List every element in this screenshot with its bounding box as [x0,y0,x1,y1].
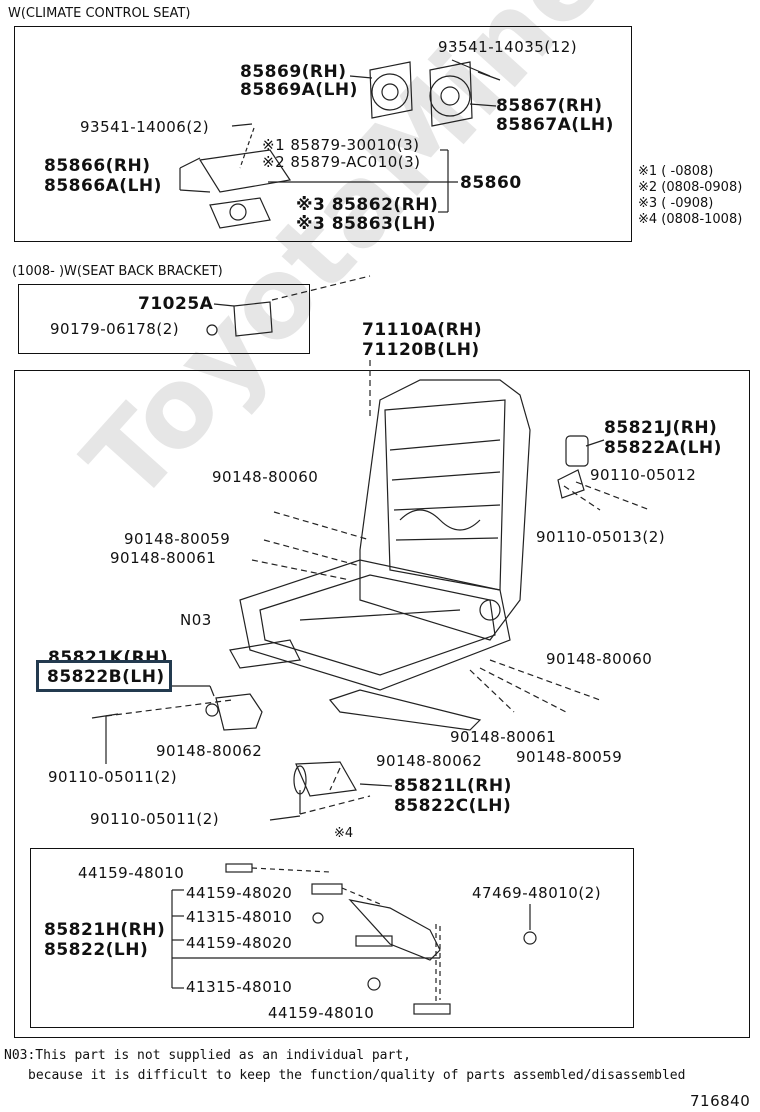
part-90148-80062-a[interactable]: 90148-80062 [156,742,263,760]
part-85879-ac010[interactable]: ※2 85879-AC010(3) [262,153,421,171]
part-85822c-lh[interactable]: 85822C(LH) [394,796,512,816]
part-85822a-lh[interactable]: 85822A(LH) [604,438,722,458]
part-85867-rh[interactable]: 85867(RH) [496,96,603,116]
part-90148-80061-right[interactable]: 90148-80061 [450,728,557,746]
part-41315-48010-b[interactable]: 41315-48010 [186,978,293,996]
part-85822b-lh[interactable]: 85822B(LH) [47,667,165,687]
part-85821h-rh[interactable]: 85821H(RH) [44,920,166,940]
part-90110-05012[interactable]: 90110-05012 [590,466,697,484]
motor-section-frame [30,848,634,1028]
part-90179-06178[interactable]: 90179-06178(2) [50,320,180,338]
footnote-2: ※2 (0808-0908) [638,180,743,195]
part-71025a[interactable]: 71025A [138,294,214,314]
motor-85821h-illustration [171,863,537,1015]
seat-cushion-frame-illustration [229,559,511,731]
part-85869a-lh[interactable]: 85869A(LH) [240,80,358,100]
part-90148-80062-b[interactable]: 90148-80062 [376,752,483,770]
part-85862-rh[interactable]: ※3 85862(RH) [296,195,439,215]
part-44159-48010-bottom[interactable]: 44159-48010 [268,1004,375,1022]
part-71110a-rh[interactable]: 71110A(RH) [362,320,483,340]
climate-section-title: W(CLIMATE CONTROL SEAT) [8,6,191,21]
part-90148-80061-left[interactable]: 90148-80061 [110,549,217,567]
footnote-4: ※4 (0808-1008) [638,212,743,227]
part-85821l-rh[interactable]: 85821L(RH) [394,776,512,796]
part-85866-rh[interactable]: 85866(RH) [44,156,151,176]
part-90148-80060-right[interactable]: 90148-80060 [546,650,653,668]
footnote-3: ※3 ( -0908) [638,196,714,211]
part-90110-05011-a[interactable]: 90110-05011(2) [48,768,178,786]
part-85860[interactable]: 85860 [460,173,522,193]
note-line-2: because it is difficult to keep the func… [28,1068,686,1083]
climate-section-frame [14,26,632,242]
part-90148-80060-top[interactable]: 90148-80060 [212,468,319,486]
fan-85867-illustration [429,59,491,127]
part-90110-05013[interactable]: 90110-05013(2) [536,528,666,546]
note-line-1: N03:This part is not supplied as an indi… [4,1048,411,1063]
motor-note-mark: ※4 [334,826,354,841]
part-90148-80059-right[interactable]: 90148-80059 [516,748,623,766]
highlighted-part-box[interactable]: 85822B(LH) [36,660,172,692]
part-93541-14035[interactable]: 93541-14035(12) [438,38,578,56]
motor-85821l-illustration [269,761,393,821]
motor-85822b-illustration [91,685,263,764]
part-85822-lh[interactable]: 85822(LH) [44,940,149,960]
part-85879-30010[interactable]: ※1 85879-30010(3) [262,136,420,154]
screw-line [477,71,501,81]
part-85867a-lh[interactable]: 85867A(LH) [496,115,614,135]
part-44159-48020-b[interactable]: 44159-48020 [186,934,293,952]
part-47469-48010[interactable]: 47469-48010(2) [472,884,602,902]
main-section-frame [14,370,750,1038]
part-44159-48020-a[interactable]: 44159-48020 [186,884,293,902]
part-90110-05011-b[interactable]: 90110-05011(2) [90,810,220,828]
part-90148-80059-left[interactable]: 90148-80059 [124,530,231,548]
part-85863-lh[interactable]: ※3 85863(LH) [296,214,437,234]
motor-85821j-illustration [557,435,605,499]
bracket-illustration [233,301,273,337]
seat-back-frame-illustration [359,379,531,641]
footnote-1: ※1 ( -0808) [638,164,714,179]
part-85869-rh[interactable]: 85869(RH) [240,62,347,82]
bracket-section-frame [18,284,310,354]
part-93541-14006[interactable]: 93541-14006(2) [80,118,210,136]
part-41315-48010-a[interactable]: 41315-48010 [186,908,293,926]
diagram-number: 716840 [690,1092,751,1110]
part-85821j-rh[interactable]: 85821J(RH) [604,418,718,438]
part-71120b-lh[interactable]: 71120B(LH) [362,340,480,360]
part-85866a-lh[interactable]: 85866A(LH) [44,176,162,196]
fan-85869-illustration [369,61,413,119]
part-n03[interactable]: N03 [180,611,212,629]
bracket-section-title: (1008- )W(SEAT BACK BRACKET) [12,264,223,279]
part-44159-48010-top[interactable]: 44159-48010 [78,864,185,882]
